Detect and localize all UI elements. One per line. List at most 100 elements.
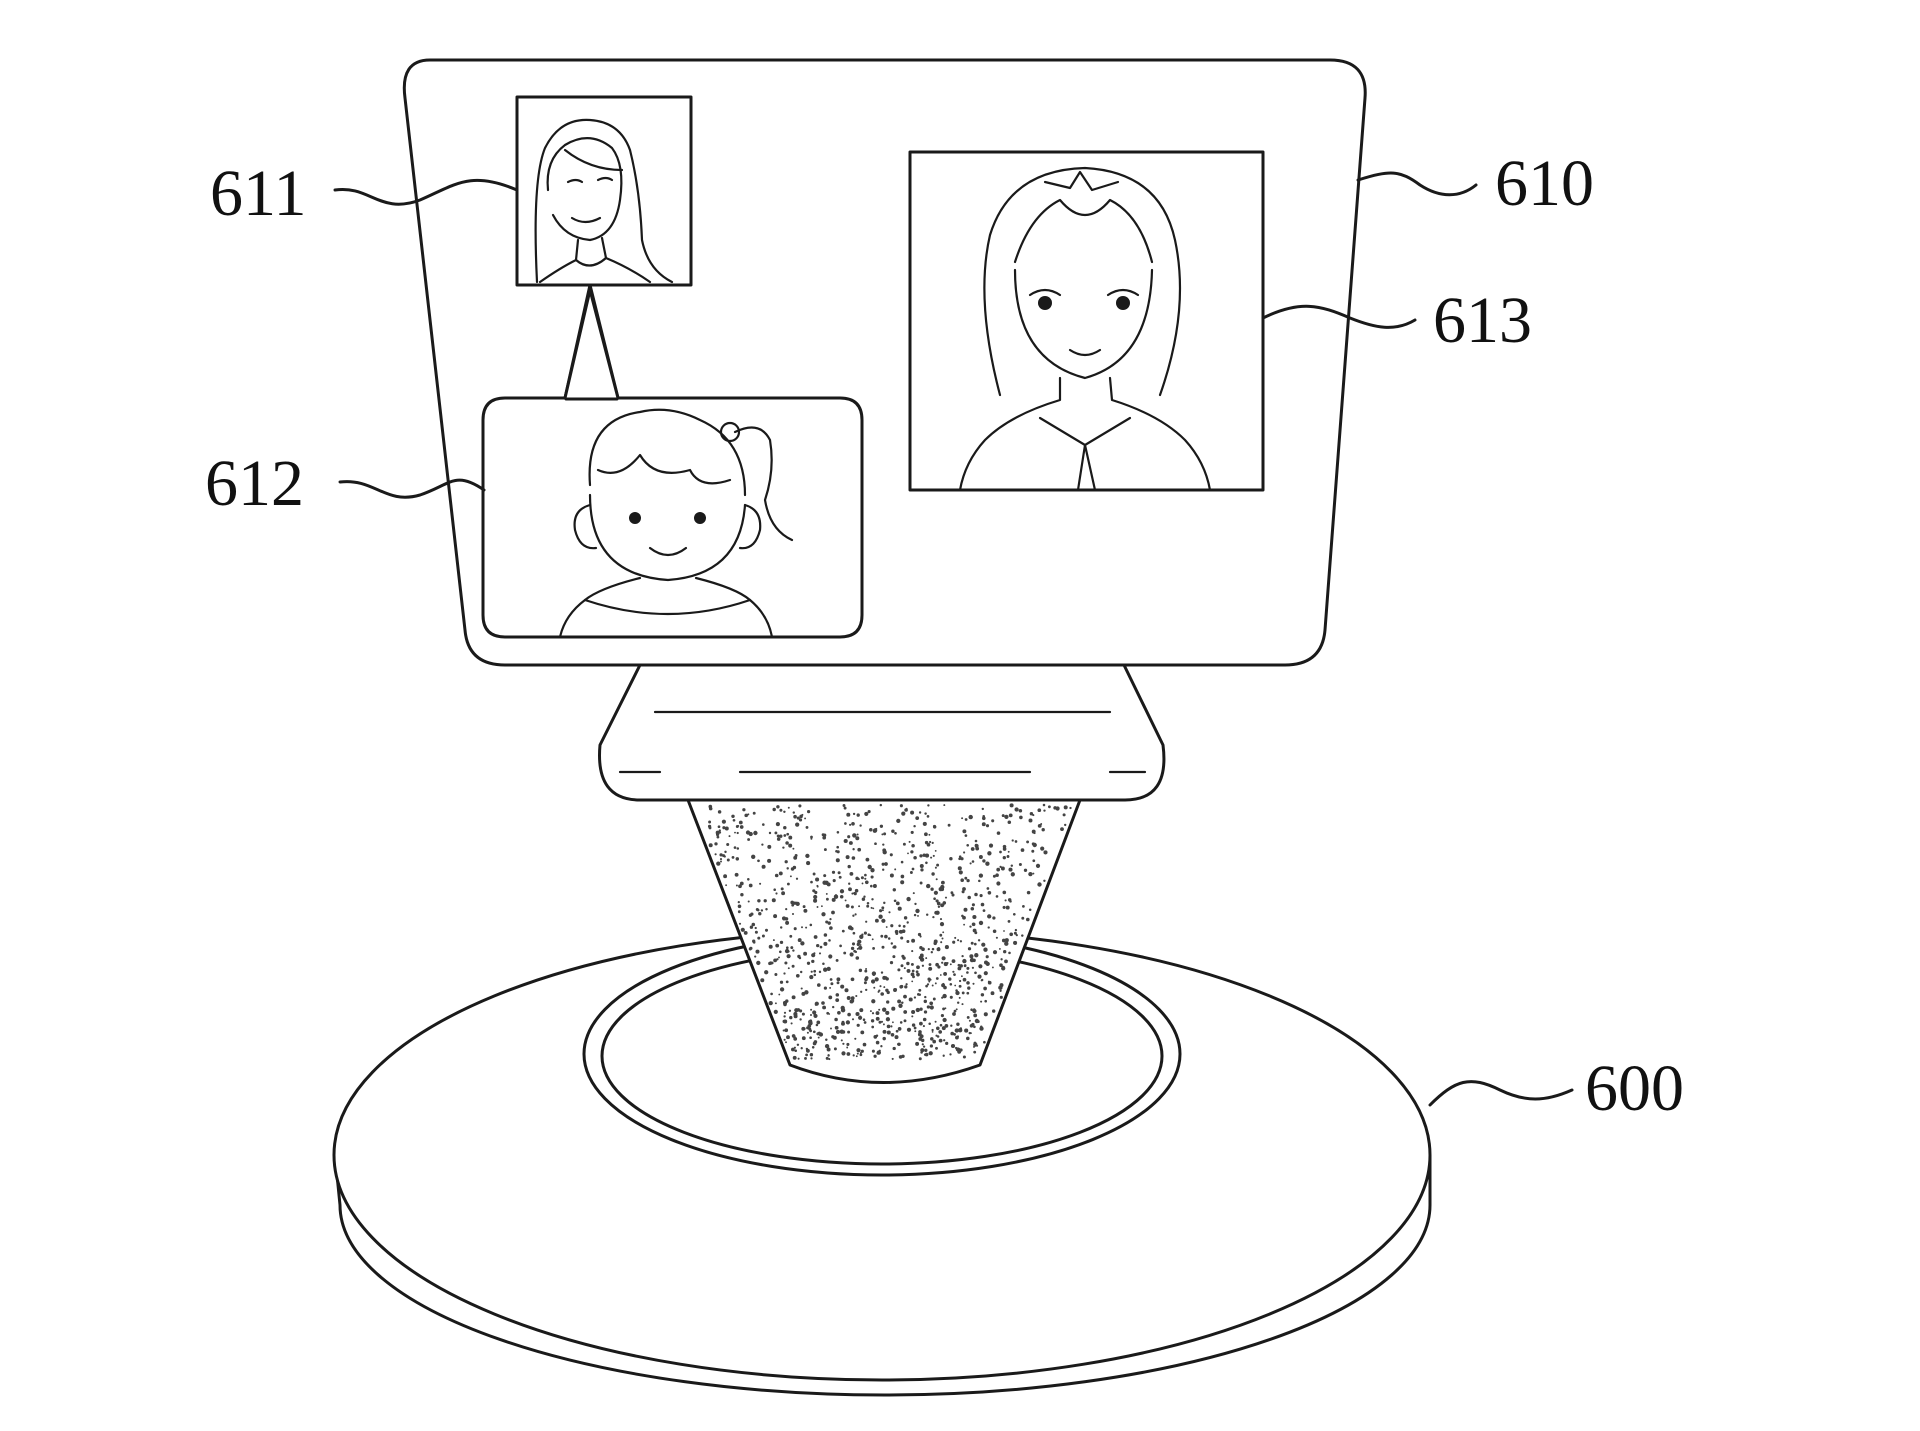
- stipple-dot: [935, 1046, 938, 1050]
- stipple-dot: [915, 970, 919, 974]
- stipple-dot: [939, 974, 942, 976]
- stipple-dot: [911, 980, 914, 983]
- stipple-dot: [809, 923, 813, 927]
- stipple-dot: [871, 999, 876, 1004]
- stipple-dot: [737, 904, 742, 909]
- stipple-dot: [996, 881, 1001, 886]
- stipple-dot: [917, 914, 919, 917]
- stipple-dot: [906, 940, 910, 943]
- stipple-dot: [933, 890, 939, 895]
- stipple-dot: [813, 1013, 818, 1018]
- stipple-dot: [941, 983, 946, 988]
- stipple-dot: [885, 988, 889, 993]
- leader-610: [1356, 171, 1478, 197]
- stipple-dot: [987, 980, 992, 985]
- stipple-dot: [973, 1050, 977, 1054]
- stipple-dot: [778, 871, 783, 876]
- stipple-dot: [975, 846, 980, 851]
- stipple-dot: [780, 887, 784, 891]
- stipple-dot: [842, 1042, 845, 1045]
- stipple-dot: [852, 833, 857, 838]
- stipple-dot: [878, 1049, 881, 1052]
- speech-window-612: [481, 288, 864, 639]
- stipple-dot: [786, 867, 789, 870]
- stipple-dot: [897, 1027, 902, 1031]
- stipple-dot: [718, 829, 721, 832]
- stipple-dot: [957, 966, 962, 971]
- stipple-dot: [899, 1021, 903, 1024]
- stipple-dot: [785, 920, 790, 925]
- stipple-dot: [738, 820, 743, 825]
- stipple-dot: [805, 825, 809, 829]
- stipple-dot: [761, 843, 764, 846]
- stipple-dot: [878, 1008, 881, 1011]
- stipple-dot: [734, 872, 739, 877]
- stipple-dot: [910, 972, 915, 977]
- stipple-dot: [871, 1025, 875, 1029]
- stipple-dot: [970, 1008, 973, 1011]
- stipple-dot: [825, 1038, 828, 1042]
- stipple-dot: [813, 894, 818, 900]
- stipple-dot: [973, 1013, 978, 1018]
- stipple-dot: [925, 861, 928, 865]
- stipple-dot: [882, 868, 885, 871]
- stipple-dot: [858, 945, 863, 950]
- stipple-dot: [714, 853, 717, 856]
- stipple-dot: [1037, 808, 1042, 813]
- stipple-dot: [865, 920, 868, 923]
- stipple-dot: [723, 874, 728, 879]
- stipple-dot: [888, 911, 891, 914]
- stipple-dot: [900, 860, 904, 864]
- stipple-dot: [864, 873, 867, 877]
- stipple-dot: [858, 968, 863, 973]
- stipple-dot: [823, 848, 827, 852]
- stipple-dot: [708, 843, 713, 848]
- stipple-dot: [823, 933, 828, 937]
- stipple-dot: [821, 912, 826, 917]
- stipple-dot: [929, 978, 932, 981]
- stipple-dot: [731, 814, 735, 819]
- stipple-dot: [991, 966, 994, 969]
- stipple-dot: [1025, 917, 1030, 922]
- stipple-dot: [991, 819, 995, 823]
- stipple-dot: [940, 941, 943, 944]
- stipple-dot: [852, 914, 855, 917]
- stipple-dot: [917, 932, 922, 937]
- stipple-dot: [812, 1030, 816, 1034]
- stipple-dot: [871, 1012, 875, 1015]
- stipple-dot: [986, 887, 990, 890]
- stipple-dot: [813, 973, 817, 977]
- stipple-dot: [969, 925, 972, 928]
- stipple-dot: [874, 977, 879, 982]
- stipple-dot: [783, 810, 786, 814]
- stipple-dot: [831, 897, 836, 902]
- stipple-dot: [971, 903, 975, 907]
- stipple-dot: [776, 834, 780, 838]
- stipple-dot: [846, 1046, 849, 1049]
- stipple-dot: [803, 1027, 806, 1030]
- stipple-dot: [890, 1025, 893, 1028]
- stipple-dot: [841, 1051, 846, 1056]
- stipple-dot: [854, 888, 859, 893]
- stipple-dot: [924, 833, 927, 836]
- stipple-dot: [836, 845, 840, 849]
- stipple-dot: [707, 824, 712, 829]
- stipple-dot: [870, 1019, 875, 1023]
- stipple-dot: [978, 873, 984, 878]
- stipple-dot: [932, 997, 936, 1001]
- stipple-dot: [811, 1046, 815, 1049]
- stipple-dot: [978, 920, 984, 926]
- stipple-dot: [935, 977, 939, 980]
- stipple-dot: [851, 821, 855, 826]
- stipple-dot: [813, 969, 817, 973]
- stipple-dot: [846, 1052, 851, 1056]
- stipple-dot: [828, 1058, 831, 1061]
- stipple-dot: [834, 1025, 839, 1030]
- stipple-dot: [793, 814, 797, 819]
- stipple-dot: [754, 926, 757, 930]
- stipple-dot: [915, 816, 920, 820]
- stipple-dot: [932, 854, 935, 857]
- stipple-dot: [932, 915, 935, 919]
- stipple-dot: [924, 995, 927, 999]
- stipple-dot: [964, 876, 968, 880]
